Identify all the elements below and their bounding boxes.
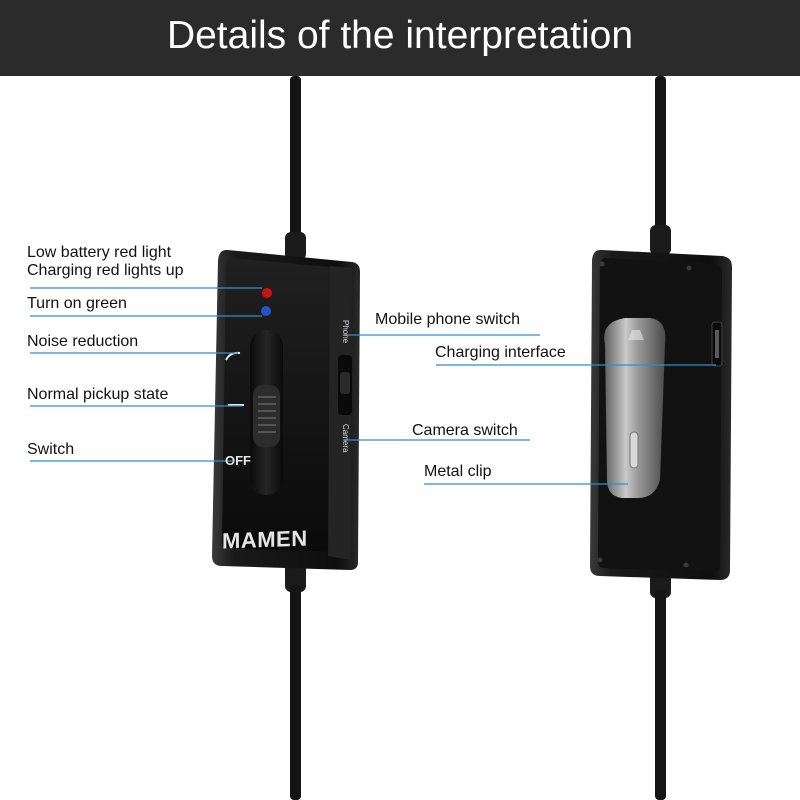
- callout-low-battery: Low battery red light: [27, 244, 172, 261]
- callout-noise-reduction: Noise reduction: [27, 333, 139, 350]
- right-strain-relief-top: [650, 225, 671, 255]
- header-bar: Details of the interpretation: [0, 0, 800, 76]
- switch-slider: [253, 385, 280, 447]
- callout-charging-interface: Charging interface: [435, 344, 566, 361]
- leader-lines: [30, 287, 716, 485]
- blue-led: [261, 306, 271, 316]
- callout-charging: Charging red lights up: [27, 262, 184, 279]
- right-cable-top: [655, 76, 666, 246]
- metal-clip: [604, 318, 666, 498]
- cables: [285, 76, 671, 800]
- camera-marking: Camera: [341, 424, 350, 453]
- remote-back: [590, 249, 732, 580]
- remote-front: [212, 249, 360, 570]
- callout-switch: Switch: [27, 441, 75, 458]
- left-strain-relief-bottom: [285, 562, 306, 592]
- off-marking: OFF: [225, 453, 251, 468]
- callout-normal-pickup: Normal pickup state: [27, 386, 169, 403]
- callout-mobile-phone-switch: Mobile phone switch: [375, 311, 520, 328]
- brand-logo: MAMEN: [222, 525, 308, 554]
- red-led: [262, 288, 272, 298]
- left-strain-relief-top: [285, 232, 306, 260]
- callout-metal-clip: Metal clip: [424, 463, 492, 480]
- phone-marking: Phone: [341, 320, 350, 344]
- left-cable-top: [290, 76, 301, 251]
- callout-camera-switch: Camera switch: [412, 422, 518, 439]
- left-cable-bottom: [290, 585, 301, 800]
- page-title: Details of the interpretation: [166, 14, 634, 57]
- right-cable-bottom: [655, 590, 666, 800]
- callout-turn-on: Turn on green: [27, 295, 127, 312]
